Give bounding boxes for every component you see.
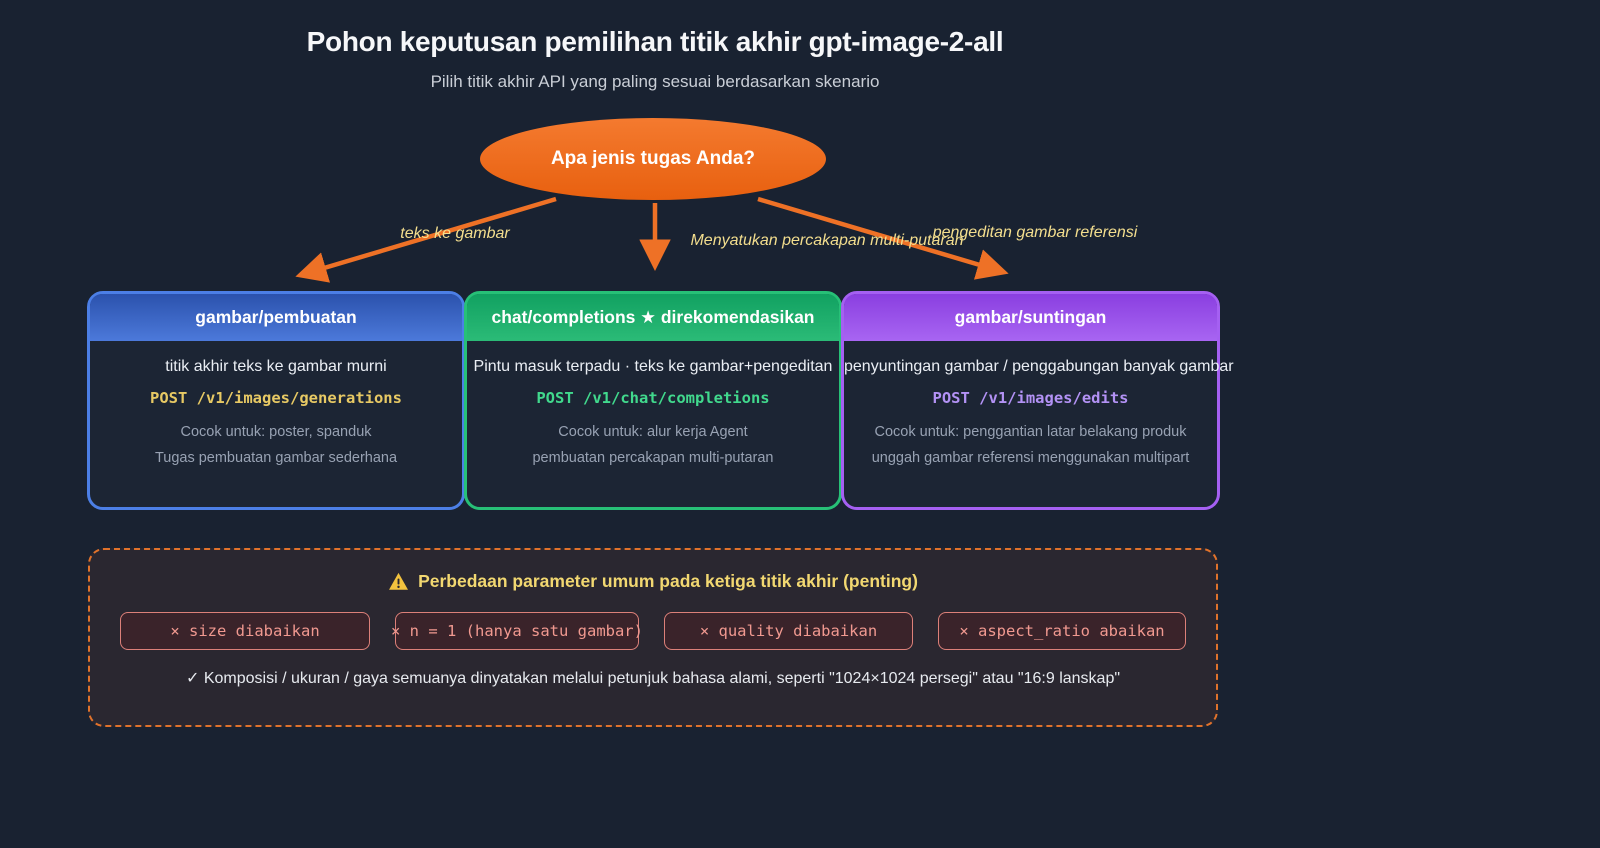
pill-aspect-ratio-ignored: × aspect_ratio abaikan: [938, 612, 1186, 650]
branch-label-text-to-image: teks ke gambar: [400, 225, 510, 242]
pill-n-equals-one: × n = 1 (hanya satu gambar): [391, 612, 643, 650]
card-note: Cocok untuk: alur kerja Agent: [558, 424, 748, 440]
warning-title-row: Perbedaan parameter umum pada ketiga tit…: [388, 571, 918, 592]
card-images-edits-title: gambar/suntingan: [844, 294, 1217, 341]
card-images-generations-title: gambar/pembuatan: [90, 294, 462, 341]
card-description: Pintu masuk terpadu · teks ke gambar+pen…: [473, 358, 833, 375]
card-chat-completions-title: chat/completions ★ direkomendasikan: [467, 294, 839, 341]
card-chat-completions: chat/completions ★ direkomendasikan Pint…: [464, 291, 842, 510]
warning-icon: [389, 572, 409, 590]
card-images-generations: gambar/pembuatan titik akhir teks ke gam…: [87, 291, 465, 510]
branch-label-multiturn-chat: Menyatukan percakapan multi-putaran: [690, 232, 964, 249]
page-subtitle: Pilih titik akhir API yang paling sesuai…: [430, 72, 880, 91]
root-question-node: Apa jenis tugas Anda?: [480, 118, 826, 200]
card-note: unggah gambar referensi menggunakan mult…: [871, 450, 1190, 466]
endpoint-code: POST /v1/chat/completions: [536, 389, 770, 407]
branch-label-reference-edit: pengeditan gambar referensi: [932, 224, 1138, 241]
pill-size-ignored: × size diabaikan: [120, 612, 370, 650]
card-chat-completions-body: Pintu masuk terpadu · teks ke gambar+pen…: [467, 341, 839, 466]
card-description: penyuntingan gambar / penggabungan banya…: [844, 358, 1234, 375]
root-question-label: Apa jenis tugas Anda?: [550, 148, 756, 169]
pill-label: × size diabaikan: [170, 622, 320, 640]
card-images-edits-body: penyuntingan gambar / penggabungan banya…: [844, 341, 1234, 466]
endpoint-code: POST /v1/images/edits: [932, 389, 1129, 407]
pill-quality-ignored: × quality diabaikan: [664, 612, 913, 650]
card-images-generations-body: titik akhir teks ke gambar murni POST /v…: [90, 341, 462, 466]
card-note: Tugas pembuatan gambar sederhana: [154, 450, 398, 466]
warning-title: Perbedaan parameter umum pada ketiga tit…: [418, 571, 918, 591]
pill-label: × n = 1 (hanya satu gambar): [391, 622, 643, 640]
warning-footnote: ✓ Komposisi / ukuran / gaya semuanya din…: [185, 670, 1121, 687]
endpoint-code: POST /v1/images/generations: [150, 389, 402, 407]
pill-label: × quality diabaikan: [699, 622, 878, 640]
card-note: Cocok untuk: penggantian latar belakang …: [874, 424, 1187, 440]
page-title: Pohon keputusan pemilihan titik akhir gp…: [306, 26, 1004, 57]
parameter-pill-row: × size diabaikan × n = 1 (hanya satu gam…: [90, 612, 1216, 650]
card-note: Cocok untuk: poster, spanduk: [180, 424, 372, 440]
card-images-edits: gambar/suntingan penyuntingan gambar / p…: [841, 291, 1234, 510]
card-description: titik akhir teks ke gambar murni: [165, 358, 387, 375]
parameter-warning-box: Perbedaan parameter umum pada ketiga tit…: [88, 548, 1218, 727]
card-note: pembuatan percakapan multi-putaran: [532, 450, 774, 466]
pill-label: × aspect_ratio abaikan: [959, 622, 1165, 640]
